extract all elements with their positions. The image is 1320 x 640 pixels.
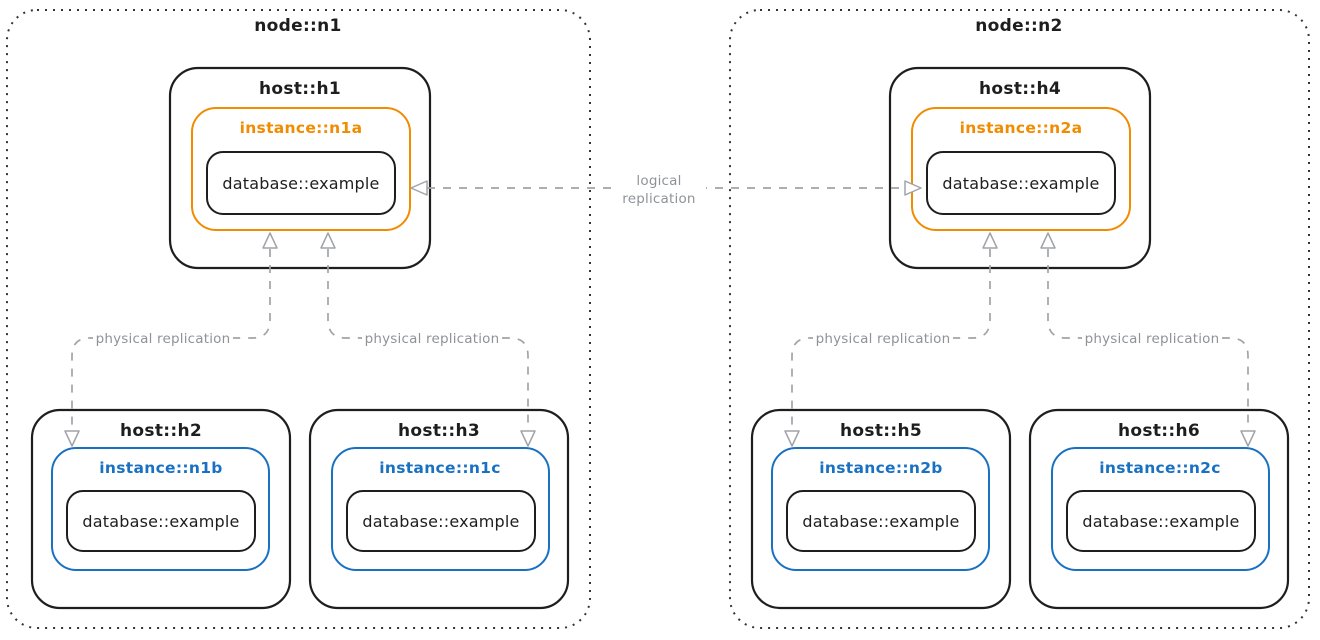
host-h1-group: host::h1 instance::n1a database::example (168, 66, 432, 270)
arrowhead-down-h5-icon (784, 430, 800, 447)
physical-replication-label-1: physical replication (96, 331, 231, 347)
node-n2-label: node::n2 (975, 16, 1062, 36)
edge-label-bg (362, 329, 502, 347)
database-example-box-h5 (786, 490, 976, 552)
physical-replication-label-3: physical replication (816, 331, 951, 347)
database-example-box-h1 (206, 151, 396, 215)
arrowhead-down-h3-icon (520, 430, 536, 447)
arrowhead-up-h4-right-icon (1040, 232, 1056, 249)
logical-replication-label-line2: replication (622, 191, 695, 207)
database-example-label-h4: database::example (942, 174, 1099, 193)
arrowhead-up-h1-right-icon (320, 232, 336, 249)
database-example-label-h5: database::example (802, 512, 959, 531)
instance-n1a-label: instance::n1a (240, 119, 363, 137)
logical-replication-label-line1: logical (636, 173, 681, 189)
node-n2-group: node::n2 host::h4 instance::n2a database… (729, 9, 1310, 629)
arrowhead-right-db-n2a-icon (904, 180, 922, 196)
physical-replication-label-4: physical replication (1085, 331, 1220, 347)
arrowhead-down-h2-icon (64, 430, 80, 447)
instance-n2c-label: instance::n2c (1099, 459, 1220, 477)
database-example-box-h2 (66, 490, 256, 552)
database-example-box-h4 (926, 151, 1116, 215)
host-h3-label: host::h3 (398, 421, 480, 441)
instance-n1b-label: instance::n1b (99, 459, 222, 477)
host-h2-group: host::h2 instance::n1b database::example (30, 408, 292, 610)
node-n1-label: node::n1 (254, 16, 341, 36)
host-h4-label: host::h4 (979, 79, 1061, 99)
host-h1-label: host::h1 (259, 79, 341, 99)
node-n1-group: node::n1 host::h1 instance::n1a database… (6, 9, 591, 629)
instance-n1c-label: instance::n1c (379, 459, 500, 477)
node-n1-border (6, 9, 591, 629)
arrowhead-down-h6-icon (1240, 430, 1256, 447)
instance-n2b-label: instance::n2b (819, 459, 942, 477)
database-example-box-h6 (1066, 490, 1256, 552)
host-h5-label: host::h5 (840, 421, 922, 441)
host-h5-group: host::h5 instance::n2b database::example (750, 408, 1012, 610)
database-example-box-h3 (346, 490, 536, 552)
node-n2-border (729, 9, 1310, 629)
edge-label-bg (612, 168, 706, 208)
arrowhead-left-db-n1a-icon (410, 180, 428, 196)
host-h6-group: host::h6 instance::n2c database::example (1028, 408, 1290, 610)
database-example-label-h6: database::example (1082, 512, 1239, 531)
database-example-label-h1: database::example (222, 174, 379, 193)
host-h6-label: host::h6 (1118, 421, 1200, 441)
host-h3-group: host::h3 instance::n1c database::example (308, 408, 570, 610)
edges-group: physical replication physical replicatio… (64, 168, 1256, 447)
database-example-label-h2: database::example (82, 512, 239, 531)
arrowhead-up-h4-left-icon (982, 232, 998, 249)
instance-n2a-label: instance::n2a (960, 119, 1083, 137)
database-example-label-h3: database::example (362, 512, 519, 531)
host-h4-group: host::h4 instance::n2a database::example (888, 66, 1152, 270)
edge-label-bg (93, 329, 233, 347)
edge-label-bg (813, 329, 953, 347)
edge-label-bg (1082, 329, 1222, 347)
host-h2-label: host::h2 (120, 421, 202, 441)
physical-replication-label-2: physical replication (365, 331, 500, 347)
arrowhead-up-h1-left-icon (262, 232, 278, 249)
